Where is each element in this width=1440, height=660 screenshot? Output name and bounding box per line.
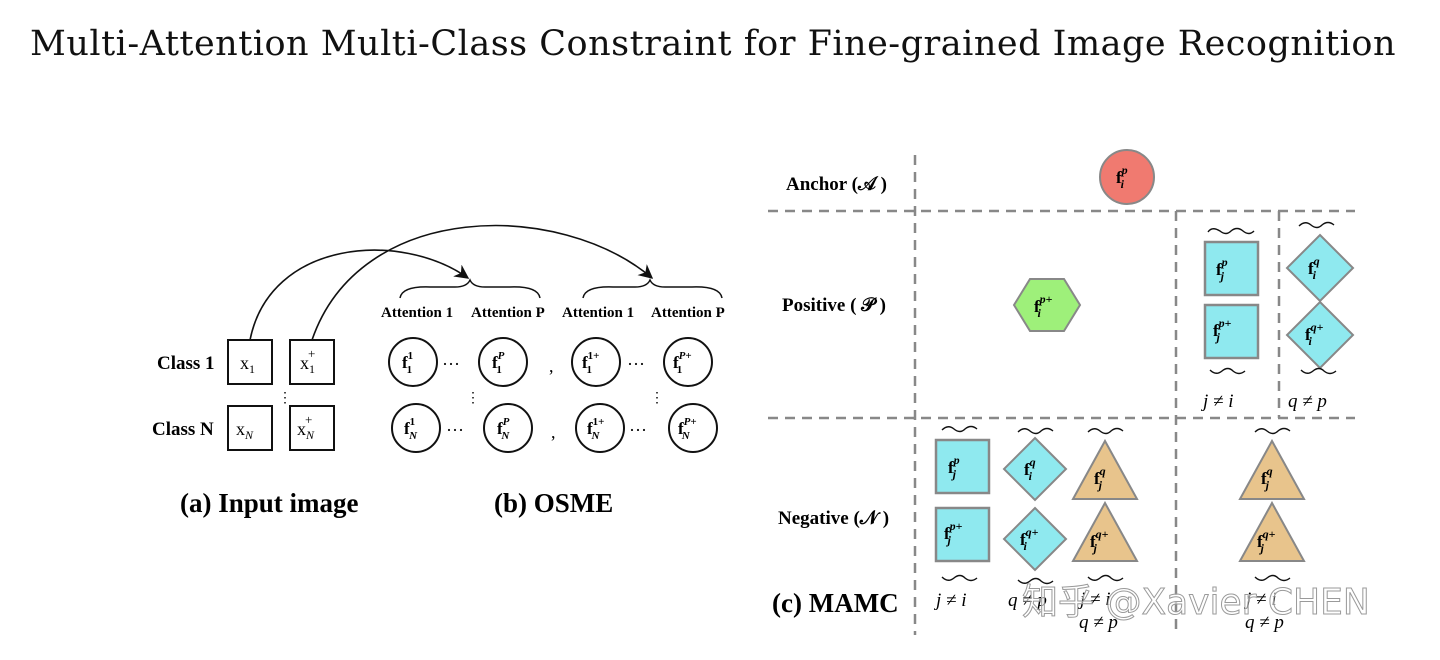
svg-text:fpi: fpi [1116, 163, 1128, 191]
constraint-j-neq-i-positive: j ≠ i [1200, 391, 1234, 412]
svg-text:···: ··· [627, 354, 645, 374]
negative-label: Negative (𝒩 ) [778, 508, 889, 529]
constraint-q-neq-p-positive: q ≠ p [1288, 391, 1327, 412]
svg-text:fqj: fqj [1094, 464, 1106, 492]
constraint-j-neq-i-negative: j ≠ i [933, 590, 967, 611]
svg-text:,: , [551, 422, 556, 442]
anchor-label: Anchor (𝒜 ) [786, 174, 887, 195]
watermark: 知乎 @Xavier CHEN [1022, 582, 1370, 623]
svg-text:,: , [549, 356, 554, 376]
input-box-x1-plus: x1+ [289, 339, 335, 385]
constraint-q-neq-p-negative-b: q ≠ p [1079, 612, 1118, 633]
input-box-xn-plus: xN+ [289, 405, 335, 451]
feature-circle-f1p [478, 337, 528, 387]
caption-c: (c) MAMC [772, 588, 899, 618]
negative-diamond-fiq [1002, 436, 1068, 502]
svg-text:⋮: ⋮ [466, 391, 480, 406]
feature-circle-f11plus [571, 337, 621, 387]
arrow-to-osme-2 [311, 224, 654, 341]
attention-p-label-a: Attention P [471, 305, 545, 321]
positive-hexagon [1012, 278, 1082, 332]
input-box-x1: x1 [227, 339, 273, 385]
panel-b: Attention 1 Attention P Attention 1 Atte… [381, 278, 725, 518]
caption-b: (b) OSME [494, 488, 613, 518]
negative-triangle-fjqplus [1071, 500, 1139, 562]
positive-diamond-fiqplus [1285, 300, 1355, 370]
svg-text:fqi: fqi [1308, 254, 1320, 282]
panel-c: Anchor (𝒜 ) Positive ( 𝒫 ) Negative (𝒩 )… [768, 149, 1355, 635]
attention-1-label-a: Attention 1 [381, 305, 453, 321]
arrow-to-osme-1 [249, 249, 470, 341]
svg-text:fqi: fqi [1024, 455, 1036, 483]
brace-right [582, 278, 723, 299]
grid-dashed-lines [768, 155, 1355, 635]
positive-square-fjp [1203, 240, 1260, 297]
caption-a: (a) Input image [180, 488, 359, 518]
vertical-ellipsis: ⋮ [278, 391, 292, 406]
class-n-label: Class N [152, 419, 214, 440]
svg-text:fpj: fpj [1216, 255, 1228, 283]
anchor-circle [1099, 149, 1155, 205]
brace-left [399, 278, 541, 299]
attention-p-label-b: Attention P [651, 305, 725, 321]
figure-title: Multi-Attention Multi-Class Constraint f… [30, 24, 1396, 64]
svg-text:···: ··· [446, 420, 464, 440]
svg-text:⋮: ⋮ [650, 391, 664, 406]
negative-triangle-fjq [1071, 438, 1139, 500]
svg-text:···: ··· [629, 420, 647, 440]
negative-square-fjpplus [934, 506, 991, 563]
negative-triangle-fjq-2 [1238, 438, 1306, 500]
feature-circle-fnpplus [668, 403, 718, 453]
positive-square-fjpplus [1203, 303, 1260, 360]
negative-triangle-fjqplus-2 [1238, 500, 1306, 562]
feature-circle-fn1plus [575, 403, 625, 453]
feature-circle-fn1 [391, 403, 441, 453]
constraint-j-neq-i-negative-c: j ≠ i [1243, 589, 1277, 610]
feature-circle-fnp [483, 403, 533, 453]
svg-text:···: ··· [442, 354, 460, 374]
negative-square-fjp [934, 438, 991, 495]
feature-circle-f11 [388, 337, 438, 387]
panel-a: Class 1 Class N x1 x1+ xN xN+ ⋮ (a) Inpu… [152, 224, 654, 518]
svg-text:fpj: fpj [948, 453, 960, 481]
input-box-xn: xN [227, 405, 273, 451]
attention-1-label-b: Attention 1 [562, 305, 634, 321]
constraint-q-neq-p-negative-c: q ≠ p [1245, 612, 1284, 633]
positive-label: Positive ( 𝒫 ) [782, 295, 886, 316]
constraint-j-neq-i-negative-b: j ≠ i [1077, 589, 1111, 610]
negative-diamond-fiqplus [1002, 506, 1068, 572]
svg-text:f11: f11 [402, 350, 413, 376]
svg-text:x1+: x1+ [300, 346, 315, 376]
feature-circle-f1pplus [663, 337, 713, 387]
svg-text:fqj: fqj [1261, 464, 1273, 492]
constraint-q-neq-p-negative-a: q ≠ p [1008, 590, 1047, 611]
positive-diamond-fiq [1285, 233, 1355, 303]
class-1-label: Class 1 [157, 353, 215, 374]
